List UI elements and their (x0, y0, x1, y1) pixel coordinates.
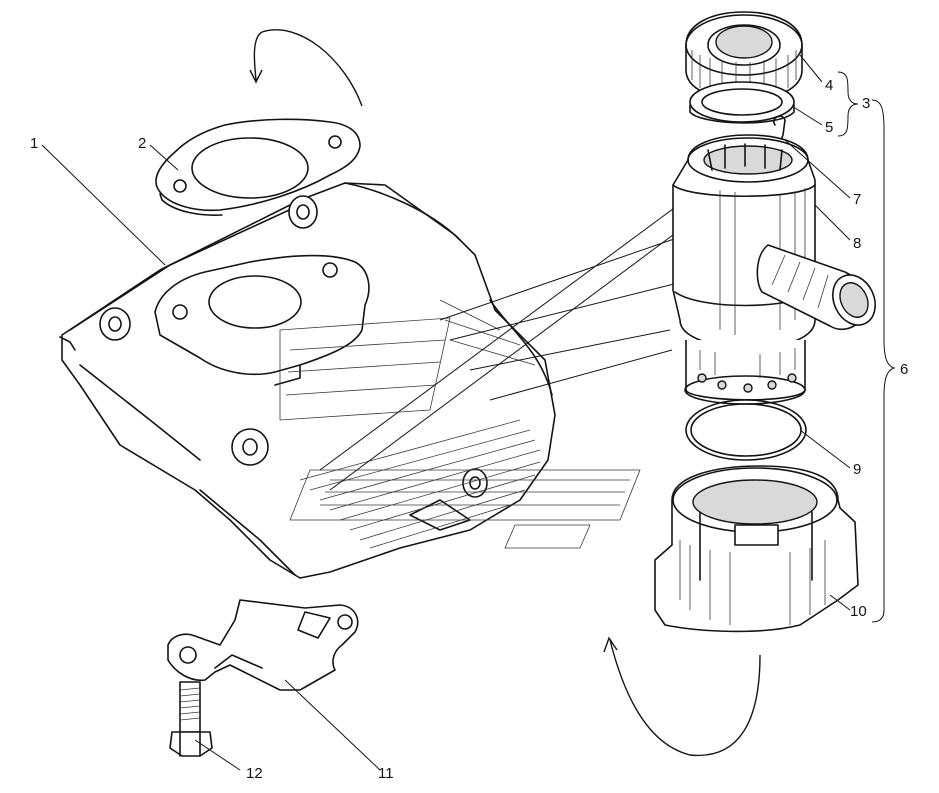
callout-3: 3 (862, 95, 870, 112)
housing-part-1 (59, 182, 556, 579)
section-hatch (279, 317, 641, 549)
flow-arrow-top (249, 29, 363, 107)
callout-1: 1 (30, 135, 38, 152)
bolt-part-12 (169, 681, 213, 757)
boss-right (462, 468, 488, 498)
callout-5: 5 (825, 119, 833, 136)
cap-part-4 (685, 11, 803, 101)
callout-12: 12 (246, 765, 263, 782)
callout-9: 9 (853, 461, 861, 478)
callout-2: 2 (138, 135, 146, 152)
bracket-plate-part-11 (167, 599, 359, 691)
o-ring-part-9 (685, 399, 807, 461)
boss-bottom (231, 428, 269, 466)
callout-10: 10 (850, 603, 867, 620)
callout-8: 8 (853, 235, 861, 252)
base-part-10 (654, 465, 859, 633)
group-bracket-3 (837, 71, 859, 137)
callout-4: 4 (825, 77, 833, 94)
group-bracket-6 (871, 99, 896, 623)
gasket-part-2 (155, 118, 361, 216)
boss-top (288, 195, 318, 229)
projection-lines (319, 179, 721, 491)
callout-leaders (41, 54, 851, 771)
outlet-pipe (756, 244, 876, 331)
callout-6: 6 (900, 361, 908, 378)
boss-left (99, 307, 131, 341)
flow-arrow-bottom (603, 636, 761, 757)
seal-ring-part-5 (689, 81, 795, 124)
callout-11: 11 (378, 765, 394, 782)
thermostat-body-part-8 (672, 134, 876, 405)
callout-7: 7 (853, 191, 861, 208)
